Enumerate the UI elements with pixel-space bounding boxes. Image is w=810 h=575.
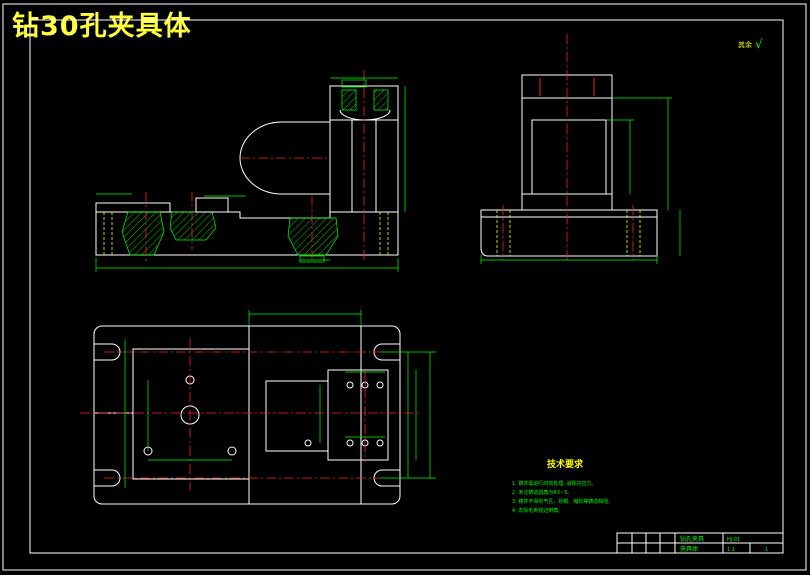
roughness-label: 其余 — [738, 40, 752, 49]
sheet-inner-border — [29, 19, 784, 554]
drawing-title: 钻30孔夹具体 — [12, 11, 192, 42]
title-block-scale: 1:1 — [727, 547, 735, 553]
tech-item-1: 1. 铸件需进行时效处理, 消除内应力。 — [512, 480, 597, 487]
roughness-note: 其余 √ — [738, 37, 763, 51]
front-view — [95, 70, 406, 272]
title-block-drawing-no: HJ-01 — [727, 537, 740, 543]
side-view — [480, 34, 681, 264]
title-block-part-sub: 夹具体 — [680, 545, 698, 553]
roughness-symbol: √ — [755, 37, 763, 51]
tech-item-2: 2. 未注铸造圆角为R3~5。 — [512, 489, 572, 496]
tech-item-4: 4. 去除毛刺锐边倒角。 — [512, 507, 563, 514]
tech-item-3: 3. 铸件不得有气孔、砂眼、缩松等铸造缺陷。 — [512, 498, 613, 505]
title-block-part-name: 钻孔夹具 — [680, 535, 704, 543]
tech-heading: 技术要求 — [547, 458, 584, 470]
plan-view — [80, 310, 436, 505]
title-block: 钻孔夹具 夹具体 HJ-01 1:1 1 — [616, 532, 784, 554]
title-block-sheet: 1 — [765, 547, 768, 553]
tech-requirements: 技术要求 1. 铸件需进行时效处理, 消除内应力。 2. 未注铸造圆角为R3~5… — [512, 458, 613, 514]
sheet-outer-border — [2, 3, 807, 571]
